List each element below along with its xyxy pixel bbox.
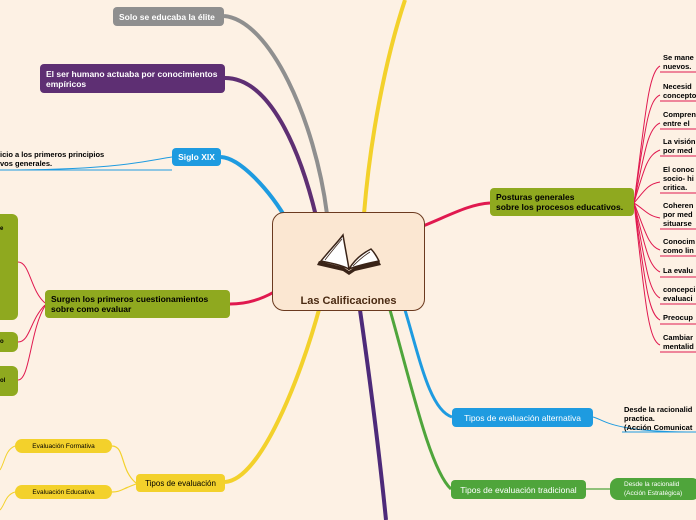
topic-empiricos[interactable]: El ser humano actuaba por conocimientos …: [40, 64, 225, 93]
topic-elite[interactable]: Solo se educaba la élite: [113, 7, 224, 26]
topic-evaluacion-alternativa[interactable]: Tipos de evaluación alternativa: [452, 408, 593, 427]
central-topic-title: Las Calificaciones: [300, 295, 397, 307]
postura-item-10: Preocup: [663, 313, 694, 322]
central-topic[interactable]: Las Calificaciones: [272, 212, 425, 311]
surgen-sub-3[interactable]: ol: [0, 366, 18, 396]
subtopic-educativa[interactable]: Evaluación Educativa: [15, 485, 112, 499]
postura-item-6: Coheren por med situarse: [663, 201, 694, 228]
topic-elite-label: Solo se educaba la élite: [119, 11, 215, 22]
postura-item-7: Conocim como lin: [663, 237, 696, 255]
topic-tipos-evaluacion[interactable]: Tipos de evaluación: [136, 474, 225, 492]
alternativa-note: Desde la racionalid practica. (Acción Co…: [624, 405, 693, 432]
postura-item-1: Se mane nuevos.: [663, 53, 694, 71]
postura-item-4: La visión por med: [663, 137, 696, 155]
postura-item-11: Cambiar mentalid: [663, 333, 694, 351]
topic-tipos-evaluacion-label: Tipos de evaluación: [145, 478, 216, 488]
topic-surgen-label: Surgen los primeros cuestionamientos sob…: [51, 294, 209, 314]
subtopic-formativa[interactable]: Evaluación Formativa: [15, 439, 112, 453]
postura-item-5: El conoc socio- hi critica.: [663, 165, 695, 192]
topic-siglo-label: Siglo XIX: [178, 152, 215, 162]
open-book-icon: [317, 233, 381, 275]
siglo-note: icio a los primeros principios vos gener…: [0, 150, 105, 168]
surgen-sub-1[interactable]: e: [0, 214, 18, 320]
topic-evaluacion-tradicional-label: Tipos de evaluación tradicional: [460, 484, 577, 495]
tradicional-note[interactable]: Desde la racionalid (Acción Estratégica): [610, 478, 696, 500]
topic-posturas-label: Posturas generales sobre los procesos ed…: [496, 192, 624, 212]
postura-item-3: Compren entre el: [663, 110, 696, 128]
postura-item-9: concepci evaluaci: [663, 285, 696, 303]
topic-evaluacion-tradicional[interactable]: Tipos de evaluación tradicional: [451, 480, 586, 499]
postura-item-8: La evalu: [663, 266, 694, 275]
topic-siglo[interactable]: Siglo XIX: [172, 148, 221, 166]
topic-surgen[interactable]: Surgen los primeros cuestionamientos sob…: [45, 290, 230, 318]
postura-item-2: Necesid concepto: [663, 82, 696, 100]
topic-posturas[interactable]: Posturas generales sobre los procesos ed…: [490, 188, 634, 216]
topic-evaluacion-alternativa-label: Tipos de evaluación alternativa: [464, 412, 581, 423]
surgen-sub-2[interactable]: o: [0, 332, 18, 352]
topic-empiricos-label: El ser humano actuaba por conocimientos …: [46, 68, 218, 89]
